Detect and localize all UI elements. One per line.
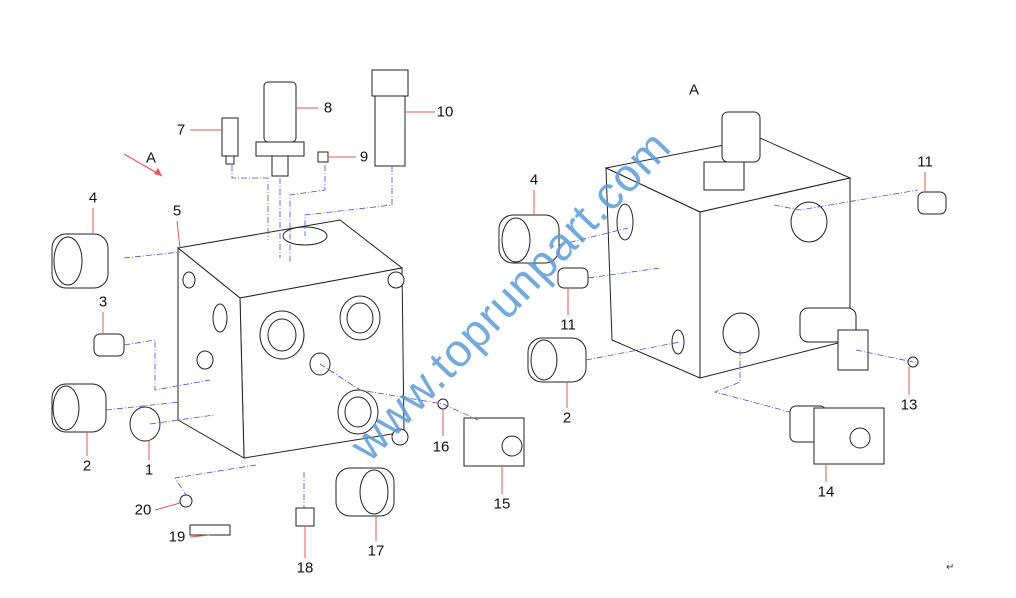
left-components [51, 69, 525, 536]
part-label-10: 10 [436, 103, 454, 121]
part-label-9: 9 [359, 148, 369, 166]
part-label-3: 3 [98, 293, 108, 311]
return-mark: ↵ [946, 562, 955, 573]
part-label-4-right: 4 [529, 171, 539, 189]
view-label-a-left: A [145, 149, 157, 167]
part-label-7: 7 [176, 121, 186, 139]
leader-lines [86, 107, 926, 558]
part-label-16: 16 [432, 438, 450, 456]
part-label-2: 2 [82, 457, 92, 475]
view-label-a-right: A [688, 81, 700, 99]
part-label-15: 15 [493, 495, 511, 513]
part-label-19: 19 [168, 528, 186, 546]
part-label-2-right: 2 [562, 409, 572, 427]
part-label-17: 17 [367, 542, 385, 560]
part-label-11-right: 11 [560, 316, 576, 334]
right-valve-block [498, 111, 947, 465]
part-label-5: 5 [172, 202, 182, 220]
part-label-8: 8 [323, 99, 333, 117]
part-label-1: 1 [144, 461, 154, 479]
part-label-14: 14 [817, 483, 835, 501]
assembly-centerlines [105, 165, 919, 508]
part-label-13: 13 [900, 396, 918, 414]
part-label-20: 20 [134, 501, 152, 519]
part-label-4: 4 [88, 189, 98, 207]
part-label-11-right-top: 11 [917, 153, 933, 171]
part-label-18: 18 [296, 559, 314, 577]
